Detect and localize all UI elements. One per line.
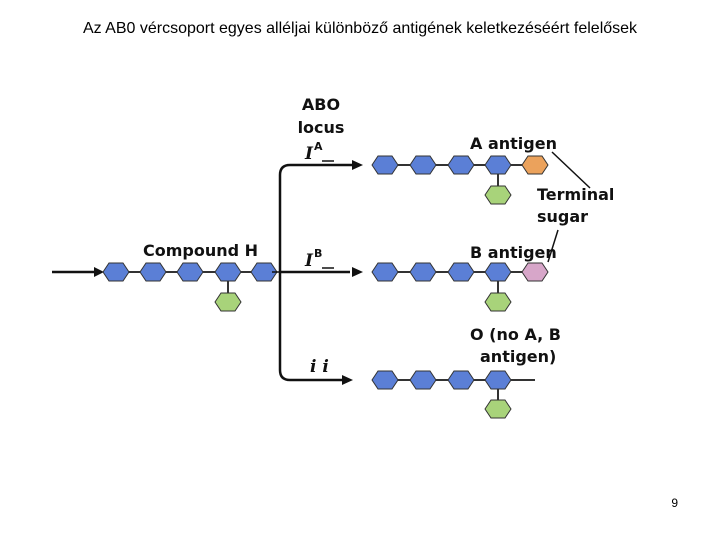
side-hexagon <box>484 292 512 312</box>
terminal-sugar-pointer-b <box>547 229 559 263</box>
locus-label-line1: ABO <box>302 95 340 114</box>
allele-o-label: i i <box>310 357 329 377</box>
chain-hexagon <box>484 370 512 390</box>
chain-hexagon <box>409 155 437 175</box>
page-number: 9 <box>671 496 678 510</box>
o-label-line2: antigen) <box>480 347 556 366</box>
o-chain <box>371 370 535 419</box>
compound-h-hexagons <box>102 262 278 312</box>
a-antigen-label: A antigen <box>470 134 557 153</box>
chain-hexagon <box>214 262 242 282</box>
branch-bracket <box>278 160 363 385</box>
chain-hexagon <box>371 370 399 390</box>
allele-a-label: I A <box>304 140 334 164</box>
b-terminal-sugar <box>521 262 549 282</box>
input-arrow <box>52 267 104 277</box>
chain-hexagon <box>176 262 204 282</box>
svg-text:B: B <box>314 247 322 260</box>
terminal-sugar-line2: sugar <box>537 207 588 226</box>
a-terminal-sugar <box>521 155 549 175</box>
svg-text:I: I <box>304 251 314 271</box>
terminal-sugar-pointer-a <box>551 151 591 189</box>
arrow-o <box>342 375 353 385</box>
side-hexagon <box>484 399 512 419</box>
chain-hexagon <box>484 155 512 175</box>
b-antigen-label: B antigen <box>470 243 557 262</box>
side-hexagon <box>214 292 242 312</box>
compound-h-label: Compound H <box>143 241 258 260</box>
svg-text:I: I <box>304 144 314 164</box>
side-hexagon <box>484 185 512 205</box>
chain-hexagon <box>447 370 475 390</box>
chain-hexagon <box>102 262 130 282</box>
chain-hexagon <box>371 262 399 282</box>
allele-b-label: I B <box>304 247 334 271</box>
chain-hexagon <box>409 262 437 282</box>
chain-hexagon <box>371 155 399 175</box>
b-antigen-chain <box>371 262 549 312</box>
a-antigen-chain <box>371 155 549 205</box>
locus-label-line2: locus <box>298 118 345 137</box>
chain-hexagon <box>447 262 475 282</box>
chain-hexagon <box>139 262 167 282</box>
chain-hexagon <box>484 262 512 282</box>
svg-text:A: A <box>314 140 323 153</box>
chain-hexagon <box>447 155 475 175</box>
terminal-sugar-line1: Terminal <box>537 185 614 204</box>
arrow-b <box>352 267 363 277</box>
o-label-line1: O (no A, B <box>470 325 561 344</box>
arrow-a <box>352 160 363 170</box>
chain-hexagon <box>409 370 437 390</box>
slide-title: Az AB0 vércsoport egyes alléljai különbö… <box>82 20 638 37</box>
